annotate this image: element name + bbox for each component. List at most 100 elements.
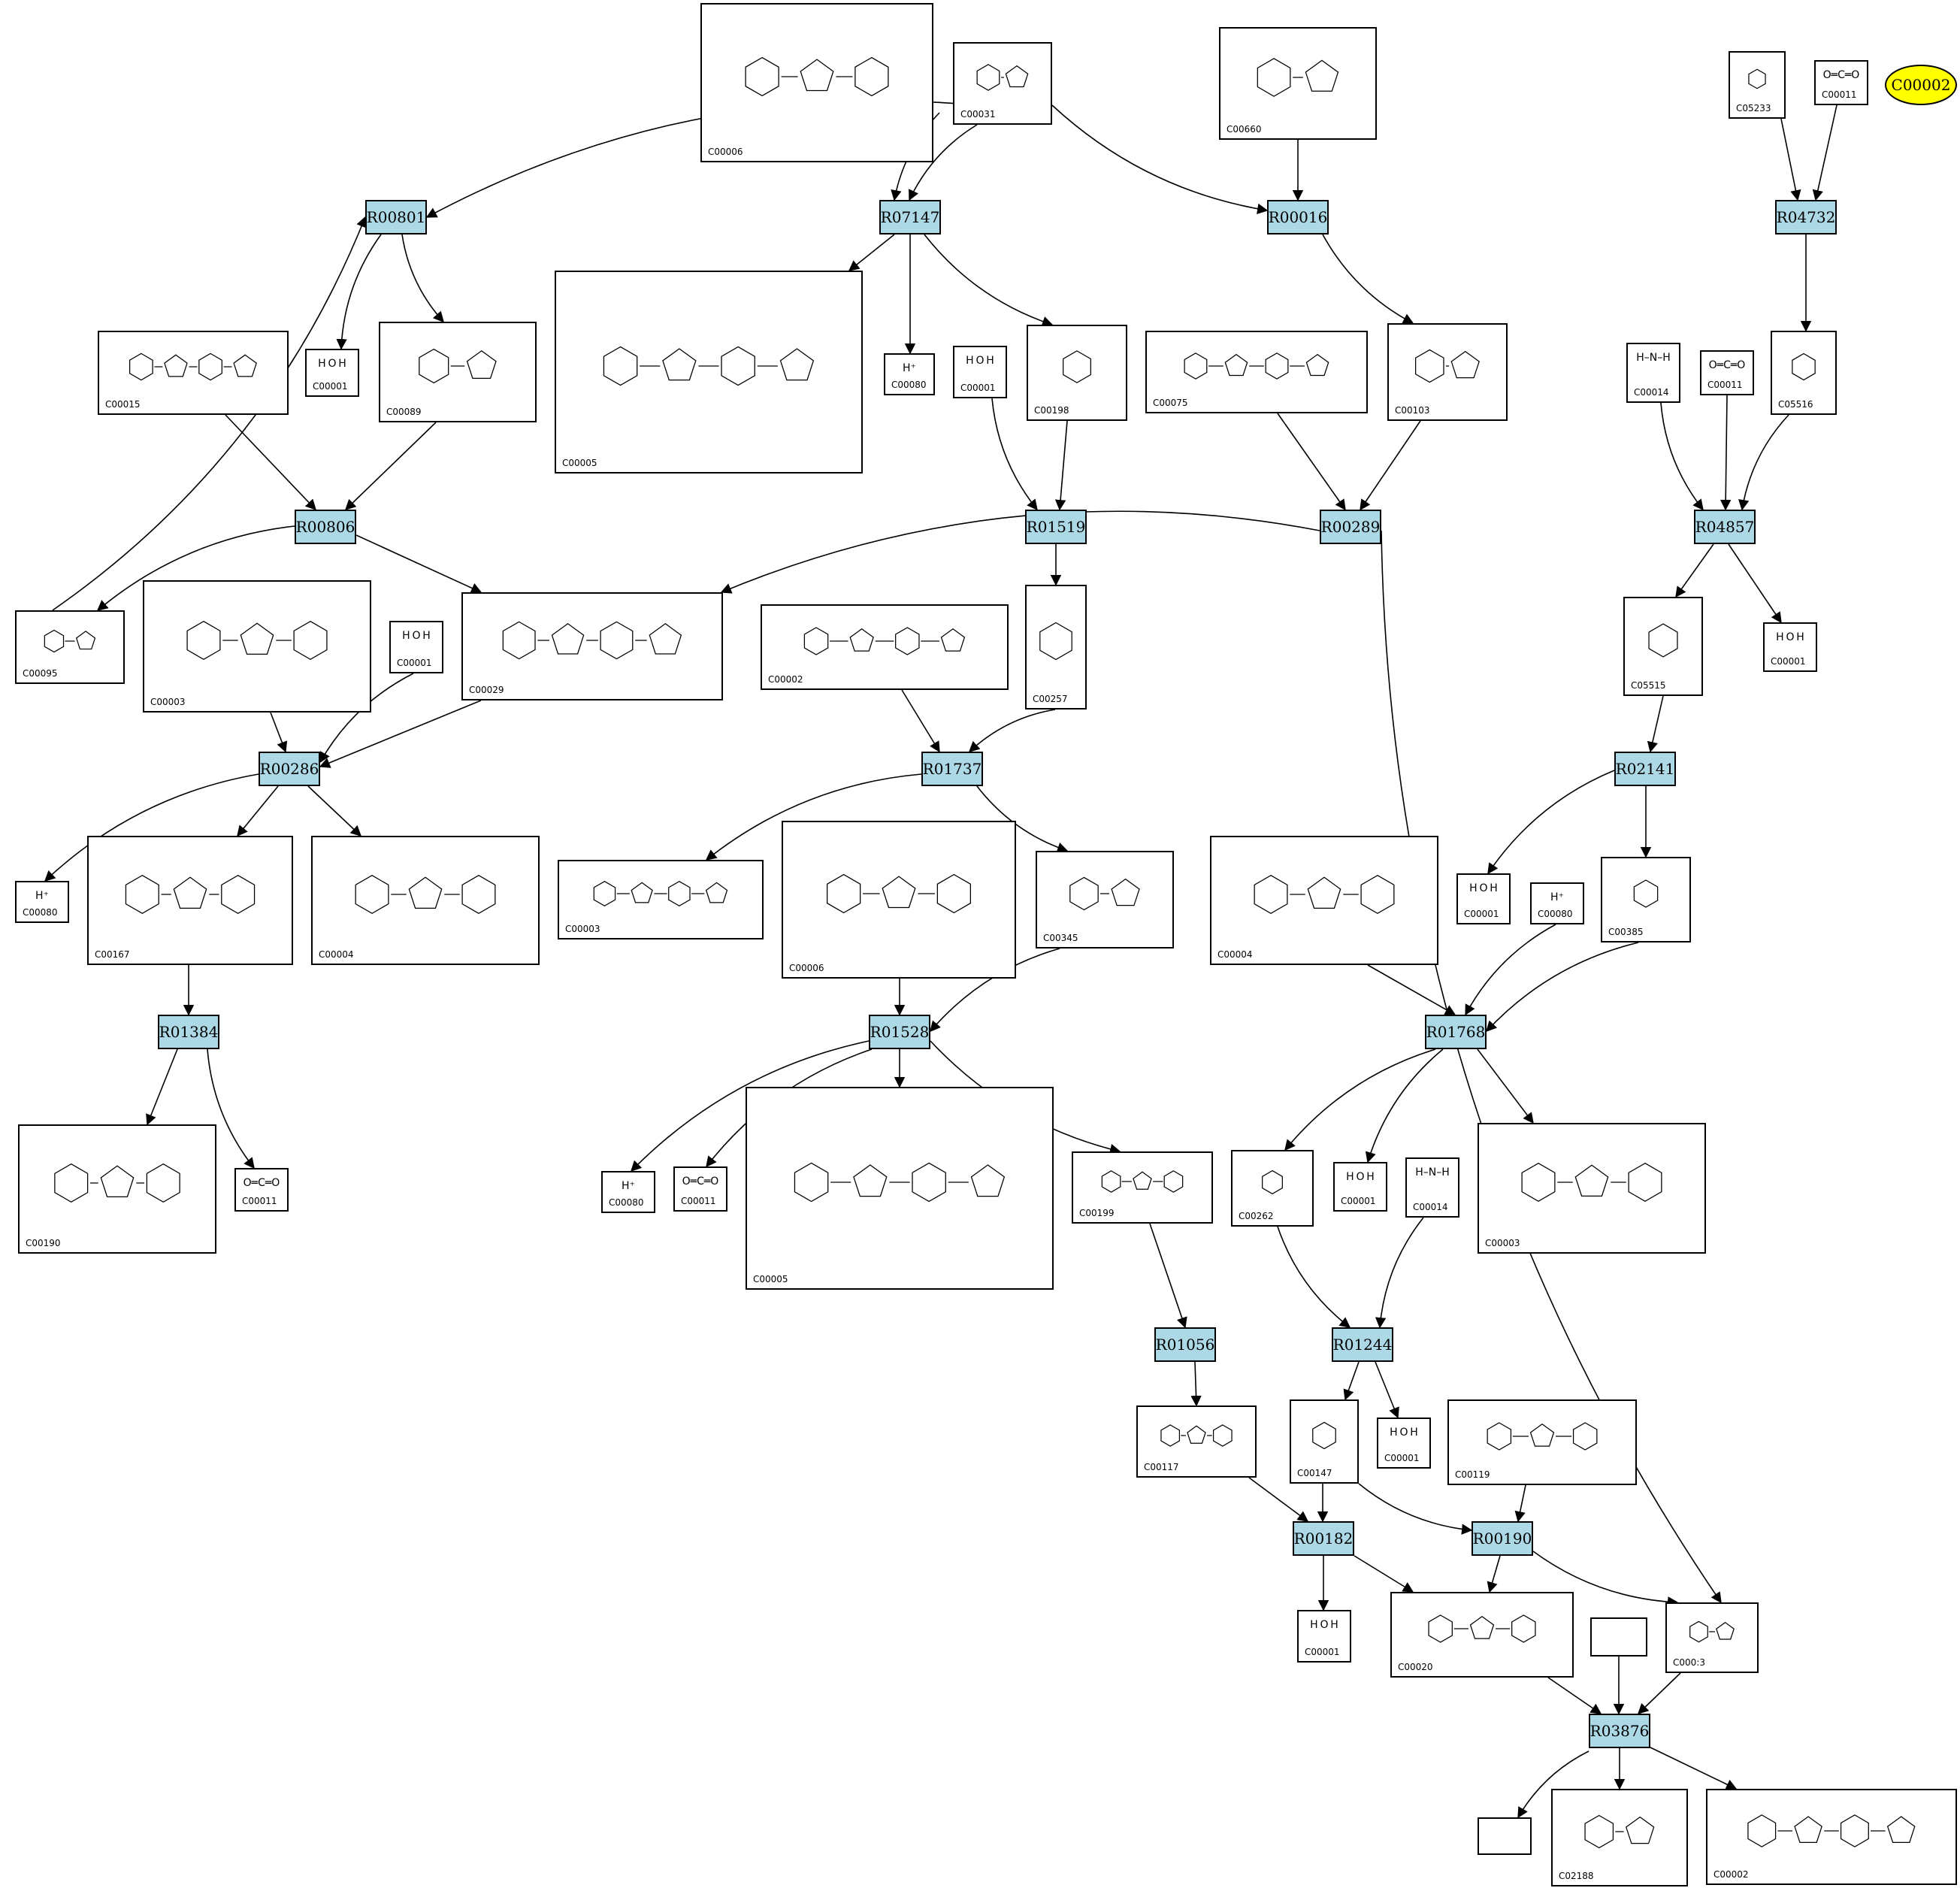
compound-c00147[interactable]: C00147: [1290, 1399, 1359, 1484]
edge-arrow: [705, 773, 922, 861]
reaction-R02141[interactable]: R02141: [1614, 752, 1676, 786]
compound-id-label: C00015: [105, 399, 141, 410]
compound-c00345[interactable]: C00345: [1036, 851, 1174, 949]
compound-c00167[interactable]: C00167: [87, 836, 293, 965]
compound-blank[interactable]: [1478, 1817, 1532, 1855]
edge-arrow: [401, 234, 444, 323]
compound-c00190[interactable]: C00190: [18, 1124, 216, 1254]
compound-c00385[interactable]: C00385: [1601, 857, 1691, 942]
compound-c02188[interactable]: C02188: [1551, 1789, 1688, 1886]
compound-c00198[interactable]: C00198: [1027, 325, 1127, 421]
structure-sketch: [467, 598, 717, 682]
compound-c00080[interactable]: H⁺C00080: [15, 881, 69, 923]
compound-c00020[interactable]: C00020: [1390, 1592, 1574, 1678]
reaction-R01768[interactable]: R01768: [1425, 1015, 1487, 1049]
reaction-R00190[interactable]: R00190: [1472, 1521, 1533, 1556]
compound-c00003[interactable]: C00003: [1478, 1123, 1706, 1254]
edge-arrow: [720, 510, 1320, 594]
compound-id-label: C00006: [708, 147, 743, 157]
compound-id-label: C00167: [95, 949, 130, 960]
compound-id-label: C00147: [1297, 1468, 1332, 1478]
structure-sketch: [1142, 1411, 1251, 1460]
reaction-R04732[interactable]: R04732: [1775, 200, 1837, 234]
compound-c00262[interactable]: C00262: [1231, 1150, 1314, 1227]
reaction-R00806[interactable]: R00806: [295, 510, 356, 544]
compound-c05516[interactable]: C05516: [1771, 331, 1837, 415]
compound-c00117[interactable]: C00117: [1136, 1405, 1257, 1478]
reaction-R01528[interactable]: R01528: [869, 1015, 930, 1049]
reaction-R07147[interactable]: R07147: [879, 200, 941, 234]
compound-c00031[interactable]: C00031: [953, 42, 1052, 125]
compound-c00005[interactable]: C00005: [555, 271, 863, 474]
reaction-R01244[interactable]: R01244: [1332, 1327, 1393, 1362]
compound-formula: H O H: [1390, 1427, 1418, 1439]
compound-c00080[interactable]: H⁺C00080: [601, 1171, 655, 1213]
edge-arrow: [1517, 1750, 1589, 1819]
reaction-R03876[interactable]: R03876: [1589, 1714, 1650, 1748]
compound-c00075[interactable]: C00075: [1145, 331, 1368, 413]
compound-c00003[interactable]: C00003: [143, 580, 371, 713]
reaction-R00182[interactable]: R00182: [1293, 1521, 1354, 1556]
compound-c00003[interactable]: C00003: [558, 860, 764, 939]
reaction-R01519[interactable]: R01519: [1025, 510, 1087, 544]
compound-c00199[interactable]: C00199: [1072, 1151, 1213, 1224]
compound-c05233[interactable]: C05233: [1729, 51, 1786, 119]
compound-c00006[interactable]: C00006: [700, 3, 933, 162]
compound-c000-3[interactable]: C000:3: [1665, 1602, 1759, 1673]
compound-c00015[interactable]: C00015: [98, 331, 289, 415]
compound-c00257[interactable]: C00257: [1025, 585, 1087, 710]
compound-id-label: C00385: [1608, 927, 1644, 937]
reaction-R01056[interactable]: R01056: [1154, 1327, 1216, 1362]
compound-c00029[interactable]: C00029: [461, 592, 723, 700]
reaction-R01384[interactable]: R01384: [158, 1015, 219, 1049]
compound-id-label: C00002: [1713, 1869, 1749, 1880]
reaction-R00289[interactable]: R00289: [1320, 510, 1381, 544]
reaction-R00801[interactable]: R00801: [365, 200, 427, 234]
compound-c00004[interactable]: C00004: [1210, 836, 1438, 965]
compound-c00080[interactable]: H⁺C00080: [1530, 882, 1584, 924]
compound-c05515[interactable]: C05515: [1623, 597, 1703, 696]
compound-id-label: C00020: [1398, 1662, 1433, 1672]
compound-c00002[interactable]: C00002: [761, 604, 1009, 690]
compound-c00119[interactable]: C00119: [1447, 1399, 1637, 1485]
compound-c00089[interactable]: C00089: [379, 322, 537, 422]
structure-sketch: [149, 586, 365, 694]
edge-arrow: [848, 234, 895, 271]
structure-sketch: [959, 48, 1046, 107]
compound-id-label: C00089: [386, 407, 422, 417]
compound-c00006[interactable]: C00006: [782, 821, 1016, 979]
reaction-R00016[interactable]: R00016: [1267, 200, 1329, 234]
compound-id-label: C00031: [960, 109, 996, 120]
reaction-R01737[interactable]: R01737: [921, 752, 983, 786]
reaction-R00286[interactable]: R00286: [259, 752, 320, 786]
compound-id-label: C00075: [1153, 398, 1188, 408]
compound-c00080[interactable]: H⁺C00080: [884, 353, 935, 395]
reaction-R04857[interactable]: R04857: [1694, 510, 1756, 544]
compound-c00004[interactable]: C00004: [311, 836, 540, 965]
compound-c00103[interactable]: C00103: [1387, 323, 1508, 421]
edge-arrow: [44, 773, 259, 882]
compound-c00095[interactable]: C00095: [15, 610, 125, 684]
compound-c00002[interactable]: C00002: [1706, 1789, 1957, 1885]
compound-c00005[interactable]: C00005: [746, 1087, 1054, 1290]
highlighted-compound[interactable]: C00002: [1885, 65, 1957, 105]
compound-blank[interactable]: [1590, 1617, 1647, 1657]
compound-id-label: C00004: [1217, 949, 1253, 960]
compound-c00660[interactable]: C00660: [1219, 27, 1377, 140]
compound-id-label: C00001: [1305, 1647, 1340, 1657]
structure-sketch: [752, 1093, 1048, 1272]
